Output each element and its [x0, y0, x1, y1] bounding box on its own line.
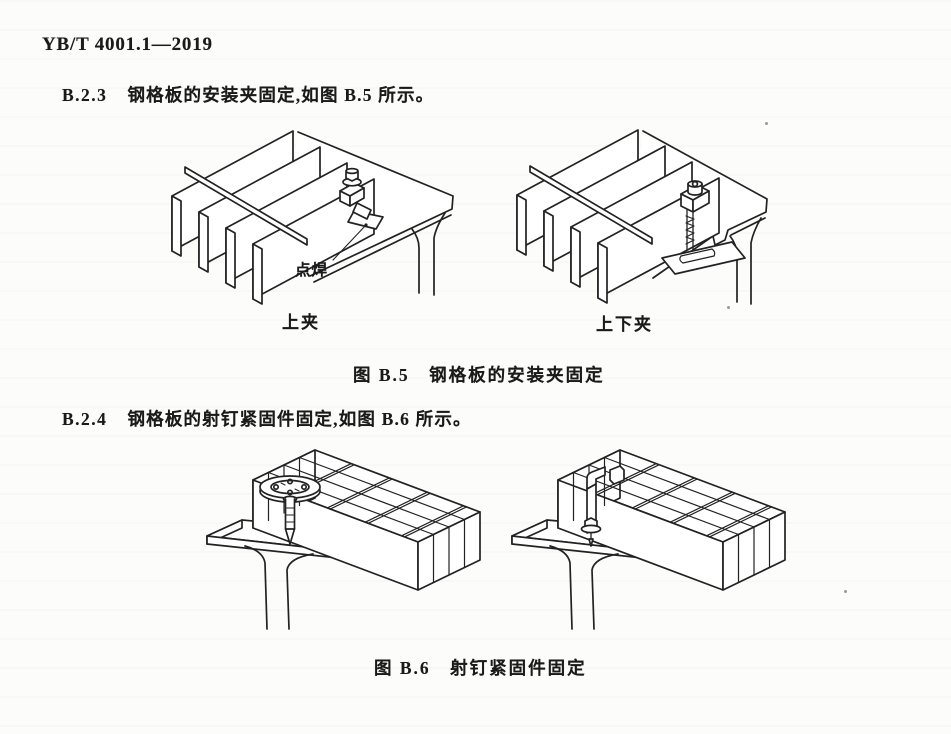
cross-rod	[184, 166, 308, 246]
sub-label-top-bottom-clamp: 上下夹	[596, 315, 653, 334]
sub-label-top-clamp: 上夹	[282, 313, 320, 332]
clause-b24-number: B.2.4	[62, 409, 108, 429]
figure-b6-right-drawing	[511, 449, 786, 630]
clause-b24-text: 钢格板的射钉紧固件固定,如图 B.6 所示。	[127, 409, 472, 429]
shot-nail-fastener	[259, 475, 321, 545]
top-bottom-clamp-saddle	[680, 180, 710, 213]
figure-b5-left-drawing	[171, 130, 454, 305]
figure-b5-right-drawing	[516, 129, 768, 305]
grating-bearing-bars	[171, 130, 375, 305]
spot-weld-label: 点焊	[295, 262, 329, 279]
clamp-bolt-spring	[685, 209, 695, 251]
scan-speck	[844, 590, 847, 593]
top-clamp	[339, 167, 384, 230]
figure-b6-left-drawing	[206, 449, 481, 630]
clause-b23-text: 钢格板的安装夹固定,如图 B.5 所示。	[127, 85, 435, 105]
cross-rod	[529, 165, 653, 245]
clause-b24: B.2.4 钢格板的射钉紧固件固定,如图 B.6 所示。	[62, 406, 472, 431]
scan-speck	[765, 122, 768, 125]
standard-number: YB/T 4001.1—2019	[42, 34, 213, 55]
grating-bearing-bars	[516, 129, 720, 304]
figure-b6-caption: 图 B.6 射钉紧固件固定	[374, 658, 587, 678]
figure-b5-caption: 图 B.5 钢格板的安装夹固定	[353, 365, 605, 385]
scan-speck	[727, 306, 730, 309]
hook-clamp-fastener	[580, 465, 625, 547]
spot-weld-leader-line	[332, 224, 367, 261]
clause-b23-number: B.2.3	[62, 85, 108, 105]
clause-b23: B.2.3 钢格板的安装夹固定,如图 B.5 所示。	[62, 82, 434, 107]
bottom-clamp-plate	[661, 241, 746, 275]
